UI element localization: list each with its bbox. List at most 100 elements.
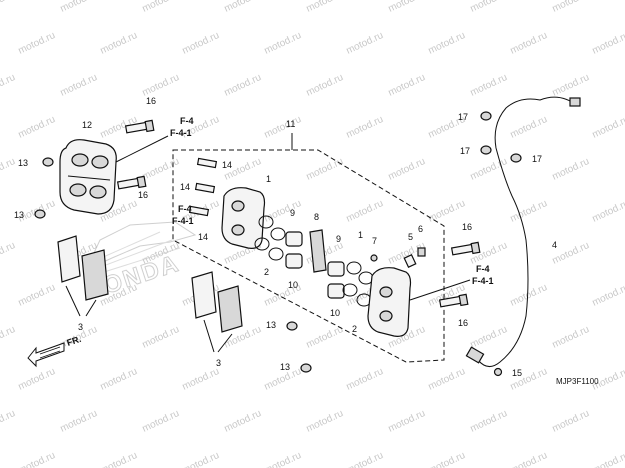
watermark-text: motod.ru bbox=[305, 0, 345, 15]
watermark-text: motod.ru bbox=[305, 324, 345, 351]
watermark-text: motod.ru bbox=[387, 0, 427, 15]
callout-11: 11 bbox=[286, 119, 295, 129]
watermark-text: motod.ru bbox=[551, 156, 591, 183]
callout-3: 3 bbox=[216, 358, 221, 368]
watermark-text: motod.ru bbox=[509, 114, 549, 141]
bolt bbox=[450, 241, 481, 256]
leader bbox=[203, 319, 233, 353]
watermark-text: motod.ru bbox=[181, 450, 221, 468]
cap bbox=[34, 157, 312, 373]
watermark-text: motod.ru bbox=[591, 282, 625, 309]
watermark-text: motod.ru bbox=[387, 408, 427, 435]
watermark-text: motod.ru bbox=[427, 450, 467, 468]
watermark-text: motod.ru bbox=[141, 72, 181, 99]
watermark-text: motod.ru bbox=[99, 366, 139, 393]
callout-10: 10 bbox=[330, 308, 340, 318]
front-direction-arrow: FR. bbox=[27, 334, 83, 368]
callout-7: 7 bbox=[372, 236, 377, 246]
watermark-text: motod.ru bbox=[305, 156, 345, 183]
watermark-text: motod.ru bbox=[0, 324, 17, 351]
watermark-text: motod.ru bbox=[551, 72, 591, 99]
watermark-text: motod.ru bbox=[509, 450, 549, 468]
watermark-text: motod.ru bbox=[345, 450, 385, 468]
callout-13: 13 bbox=[18, 158, 28, 168]
bolt bbox=[493, 367, 503, 377]
watermark-text: motod.ru bbox=[0, 240, 17, 267]
callout-17: 17 bbox=[532, 154, 542, 164]
clip bbox=[480, 111, 522, 163]
callout-13: 13 bbox=[280, 362, 290, 372]
watermark-text: motod.ru bbox=[469, 72, 509, 99]
watermark-text: motod.ru bbox=[263, 114, 303, 141]
watermark-text: motod.ru bbox=[305, 408, 345, 435]
callout-14: 14 bbox=[222, 160, 232, 170]
callout-5: 5 bbox=[408, 232, 413, 242]
watermark-text: motod.ru bbox=[263, 450, 303, 468]
watermark-text: motod.ru bbox=[591, 30, 625, 57]
watermark-text: motod.ru bbox=[469, 324, 509, 351]
ref-f41-right: F-4-1 bbox=[472, 276, 494, 286]
front-direction-label: FR. bbox=[66, 334, 83, 348]
leader bbox=[409, 279, 471, 301]
watermark-text: motod.ru bbox=[387, 156, 427, 183]
piston bbox=[327, 261, 345, 299]
callout-16: 16 bbox=[462, 222, 472, 232]
callout-13: 13 bbox=[266, 320, 276, 330]
leader bbox=[115, 135, 169, 163]
watermark-text: motod.ru bbox=[17, 366, 57, 393]
watermark-text: motod.ru bbox=[59, 0, 99, 15]
caliper-half-outer bbox=[367, 267, 412, 337]
bolt bbox=[116, 175, 147, 190]
watermark-text: motod.ru bbox=[551, 324, 591, 351]
watermark-text: motod.ru bbox=[17, 450, 57, 468]
seal-set bbox=[342, 261, 374, 307]
bolt bbox=[188, 157, 218, 217]
watermark-text: motod.ru bbox=[0, 72, 17, 99]
callout-9: 9 bbox=[290, 208, 295, 218]
callout-14: 14 bbox=[198, 232, 208, 242]
ref-f4-top: F-4 bbox=[180, 116, 194, 126]
watermark-text: motod.ru bbox=[591, 114, 625, 141]
watermark-text: motod.ru bbox=[551, 408, 591, 435]
callout-12: 12 bbox=[82, 120, 92, 130]
watermark-text: motod.ru bbox=[427, 366, 467, 393]
piston bbox=[285, 231, 303, 269]
watermark-text: motod.ru bbox=[387, 72, 427, 99]
watermark-text: motod.ru bbox=[551, 0, 591, 15]
ref-f4-mid: F-4 bbox=[178, 204, 192, 214]
watermark-text: motod.ru bbox=[59, 408, 99, 435]
watermark-text: motod.ru bbox=[591, 450, 625, 468]
watermark-text: motod.ru bbox=[469, 156, 509, 183]
watermark-text: motod.ru bbox=[345, 366, 385, 393]
watermark-text: motod.ru bbox=[181, 366, 221, 393]
watermark-text: motod.ru bbox=[509, 282, 549, 309]
watermark-text: motod.ru bbox=[0, 156, 17, 183]
watermark-text: motod.ru bbox=[263, 30, 303, 57]
callout-13: 13 bbox=[14, 210, 24, 220]
seal-set bbox=[254, 215, 286, 261]
callout-17: 17 bbox=[460, 146, 470, 156]
callout-17: 17 bbox=[458, 112, 468, 122]
brake-pad bbox=[57, 235, 109, 301]
callout-3: 3 bbox=[78, 322, 83, 332]
callout-10: 10 bbox=[288, 280, 298, 290]
watermark-text: motod.ru bbox=[17, 282, 57, 309]
watermark-text: motod.ru bbox=[181, 30, 221, 57]
watermark-text: motod.ru bbox=[427, 30, 467, 57]
pad-spring bbox=[309, 229, 327, 273]
pin bbox=[370, 254, 378, 262]
callout-6: 6 bbox=[418, 224, 423, 234]
bleeder bbox=[403, 247, 426, 269]
brake-pad bbox=[191, 271, 243, 333]
connector bbox=[569, 97, 581, 107]
leader bbox=[65, 285, 97, 317]
sensor-cable bbox=[465, 96, 581, 367]
watermark-text: motod.ru bbox=[141, 408, 181, 435]
ref-f41-top: F-4-1 bbox=[170, 128, 192, 138]
callout-8: 8 bbox=[314, 212, 319, 222]
watermark-text: motod.ru bbox=[345, 114, 385, 141]
callout-16: 16 bbox=[458, 318, 468, 328]
assembly-outline bbox=[172, 149, 445, 363]
